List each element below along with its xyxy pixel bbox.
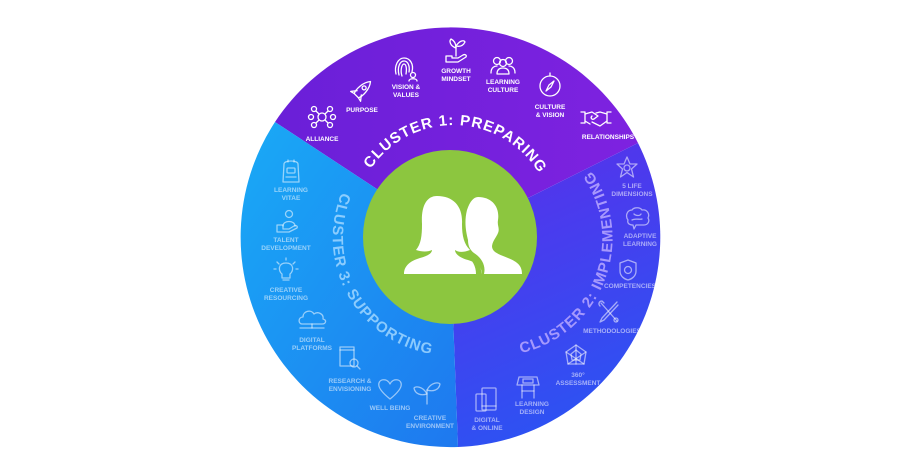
cluster-3-item-creative-resourcing: CREATIVE RESOURCING bbox=[264, 257, 308, 302]
svg-text:METHODOLOGIES: METHODOLOGIES bbox=[583, 328, 641, 335]
cluster-2-item-methodologies: METHODOLOGIES bbox=[583, 300, 642, 335]
cluster-3-item-well-being: WELL BEING bbox=[370, 379, 411, 412]
tools-icon bbox=[598, 300, 619, 323]
cluster-2-item-5-life-dimensions: 5 LIFE DIMENSIONS bbox=[611, 156, 653, 198]
cluster-1-item-culture-vision: CULTURE & VISION bbox=[535, 72, 566, 119]
compass-icon bbox=[539, 72, 561, 97]
cluster-2-item-competencies: COMPETENCIES bbox=[604, 259, 657, 290]
cluster-1-item-purpose: PURPOSE bbox=[346, 80, 379, 114]
cluster-3-item-learning-vitae: LEARNING VITAE bbox=[274, 159, 308, 202]
svg-text:DEVELOPMENT: DEVELOPMENT bbox=[261, 245, 311, 252]
svg-text:CREATIVE: CREATIVE bbox=[270, 287, 303, 294]
radar-icon bbox=[565, 344, 587, 365]
svg-text:WELL BEING: WELL BEING bbox=[370, 405, 411, 412]
handshake-icon bbox=[580, 111, 612, 127]
svg-text:MINDSET: MINDSET bbox=[441, 76, 470, 83]
cluster-1-item-learning-culture: LEARNING CULTURE bbox=[486, 56, 520, 94]
cluster-3-segment bbox=[240, 122, 458, 448]
svg-text:5 LIFE: 5 LIFE bbox=[622, 183, 642, 190]
svg-text:PURPOSE: PURPOSE bbox=[346, 107, 378, 114]
svg-text:LEARNING: LEARNING bbox=[486, 79, 520, 86]
book-search-icon bbox=[339, 346, 361, 370]
svg-text:VITAE: VITAE bbox=[282, 195, 301, 202]
svg-text:CREATIVE: CREATIVE bbox=[414, 415, 447, 422]
cluster-2-item-digital-online: DIGITAL & ONLINE bbox=[471, 387, 503, 432]
svg-text:GROWTH: GROWTH bbox=[441, 68, 471, 75]
fingerprint-icon bbox=[394, 57, 418, 82]
cluster-3-item-creative-environment: CREATIVE ENVIRONMENT bbox=[406, 382, 454, 430]
svg-text:CULTURE: CULTURE bbox=[488, 87, 519, 94]
svg-text:ADAPTIVE: ADAPTIVE bbox=[624, 233, 658, 240]
heart-icon bbox=[378, 379, 402, 400]
cluster-2-item-360-assessment: 360° ASSESSMENT bbox=[556, 344, 601, 387]
brain-icon bbox=[625, 207, 650, 230]
svg-text:CULTURE: CULTURE bbox=[535, 104, 566, 111]
svg-text:RESOURCING: RESOURCING bbox=[264, 295, 308, 302]
sprout-icon bbox=[413, 382, 441, 405]
lightbulb-icon bbox=[273, 257, 299, 281]
easel-icon bbox=[516, 376, 540, 399]
backpack-icon bbox=[282, 159, 300, 183]
svg-text:360°: 360° bbox=[571, 371, 585, 379]
svg-text:& VISION: & VISION bbox=[536, 112, 565, 119]
svg-text:VALUES: VALUES bbox=[393, 92, 420, 99]
cluster-1-item-relationships: RELATIONSHIPS bbox=[580, 111, 635, 141]
cluster-1-item-growth-mindset: GROWTH MINDSET bbox=[441, 38, 471, 83]
svg-text:RELATIONSHIPS: RELATIONSHIPS bbox=[582, 134, 635, 141]
cluster-1-item-vision-values: VISION & VALUES bbox=[392, 57, 421, 99]
svg-text:PLATFORMS: PLATFORMS bbox=[292, 345, 333, 352]
svg-text:RESEARCH &: RESEARCH & bbox=[329, 378, 372, 385]
cluster-2-item-adaptive-learning: ADAPTIVE LEARNING bbox=[623, 207, 658, 248]
person-in-hand-icon bbox=[276, 209, 298, 233]
network-icon bbox=[307, 105, 337, 129]
group-icon bbox=[490, 56, 516, 75]
svg-text:ENVISIONING: ENVISIONING bbox=[329, 386, 372, 393]
cluster-2-item-learning-design: LEARNING DESIGN bbox=[515, 376, 549, 416]
shield-icon bbox=[619, 259, 637, 281]
cluster-3-item-digital-platforms: DIGITAL PLATFORMS bbox=[292, 310, 333, 352]
svg-text:DESIGN: DESIGN bbox=[520, 409, 545, 416]
svg-text:& ONLINE: & ONLINE bbox=[471, 425, 503, 432]
svg-text:ENVIRONMENT: ENVIRONMENT bbox=[406, 423, 454, 430]
svg-text:DIMENSIONS: DIMENSIONS bbox=[611, 191, 653, 198]
cloud-icon bbox=[298, 310, 327, 329]
people-icon bbox=[404, 196, 522, 274]
svg-text:VISION &: VISION & bbox=[392, 84, 421, 91]
svg-text:LEARNING: LEARNING bbox=[274, 187, 308, 194]
star-icon bbox=[616, 156, 638, 178]
svg-text:ALLIANCE: ALLIANCE bbox=[306, 136, 340, 143]
svg-text:DIGITAL: DIGITAL bbox=[474, 417, 500, 424]
cluster-3-item-research-envisioning: RESEARCH & ENVISIONING bbox=[329, 346, 372, 393]
cluster-1-segment bbox=[275, 27, 638, 237]
svg-text:LEARNING: LEARNING bbox=[623, 241, 657, 248]
svg-text:TALENT: TALENT bbox=[273, 237, 298, 244]
svg-text:COMPETENCIES: COMPETENCIES bbox=[604, 283, 657, 290]
svg-text:LEARNING: LEARNING bbox=[515, 401, 549, 408]
cluster-3-item-talent-development: TALENT DEVELOPMENT bbox=[261, 209, 311, 252]
svg-text:ASSESSMENT: ASSESSMENT bbox=[556, 380, 601, 387]
cluster-1-item-alliance: ALLIANCE bbox=[306, 105, 340, 143]
rocket-icon bbox=[350, 80, 372, 102]
devices-icon bbox=[475, 387, 497, 412]
plant-in-hand-icon bbox=[445, 38, 467, 63]
svg-text:DIGITAL: DIGITAL bbox=[299, 337, 325, 344]
